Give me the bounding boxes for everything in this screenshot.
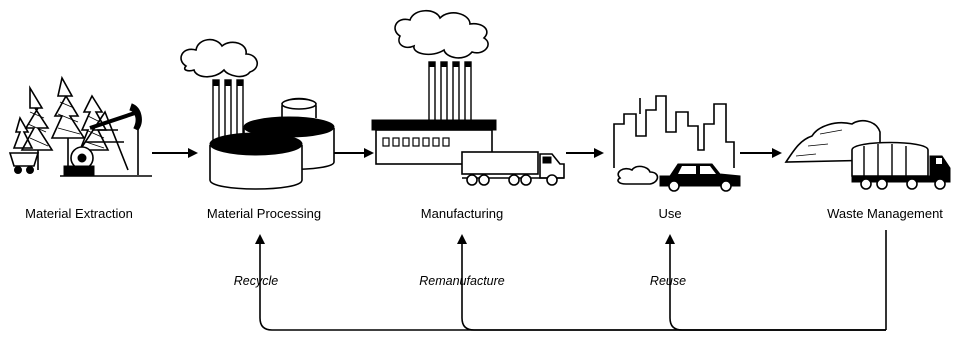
return-loops xyxy=(255,230,887,331)
city-car-icon xyxy=(613,95,741,192)
stage-label-manufacturing: Manufacturing xyxy=(421,206,503,221)
stage-label-use: Use xyxy=(658,206,681,221)
loop-label-remanufacture: Remanufacture xyxy=(419,274,505,288)
loop-line-reuse xyxy=(665,234,886,331)
factory-truck-icon xyxy=(371,9,565,186)
stage-label-material-extraction: Material Extraction xyxy=(25,206,133,221)
loop-label-recycle: Recycle xyxy=(234,274,279,288)
processing-plant-icon xyxy=(180,38,335,190)
stage-label-waste-management: Waste Management xyxy=(827,206,943,221)
loop-line-remanufacture xyxy=(457,234,886,331)
loop-line-recycle xyxy=(255,234,886,331)
loop-label-reuse: Reuse xyxy=(650,274,686,288)
stage-label-material-processing: Material Processing xyxy=(207,206,321,221)
garbage-truck-landfill-icon xyxy=(784,119,951,190)
oil-pump-forest-icon xyxy=(8,75,152,177)
